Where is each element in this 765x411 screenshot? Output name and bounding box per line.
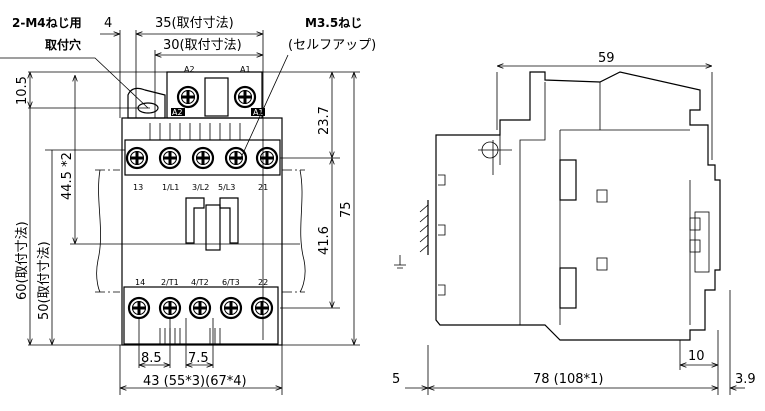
terminal-screw bbox=[158, 146, 182, 170]
terminal-screw bbox=[188, 296, 212, 320]
coil-badge-a1: A1 bbox=[253, 108, 264, 117]
terminal-label: 6/T3 bbox=[222, 278, 240, 287]
terminal-label: 5/L3 bbox=[218, 183, 235, 192]
terminal-screw bbox=[250, 296, 274, 320]
dim-41-6: 41.6 bbox=[317, 226, 332, 255]
terminal-label: 4/T2 bbox=[191, 278, 209, 287]
dim-8-5: 8.5 bbox=[141, 351, 162, 366]
coil-badge-a2: A2 bbox=[172, 108, 183, 117]
dim-23-7: 23.7 bbox=[317, 106, 332, 135]
dim-59: 59 bbox=[598, 51, 615, 66]
dim-5: 5 bbox=[392, 372, 400, 387]
dim-44-5: 44.5 *2 bbox=[60, 152, 75, 200]
dim-30: 30(取付寸法) bbox=[163, 38, 242, 53]
terminal-label: 3/L2 bbox=[192, 183, 209, 192]
contactor-side-body bbox=[435, 71, 721, 341]
terminal-screw bbox=[191, 146, 215, 170]
front-view: A2 A1 A2 A1 13 1/L1 3/L2 5/L3 21 14 2/T1… bbox=[0, 16, 376, 395]
dim-50: 50(取付寸法) bbox=[37, 241, 52, 320]
terminal-label: 2/T1 bbox=[161, 278, 179, 287]
coil-screw-a2 bbox=[176, 85, 200, 109]
dim-3-9: 3.9 bbox=[735, 372, 756, 387]
dim-43: 43 (55*3)(67*4) bbox=[143, 374, 247, 389]
terminal-screw bbox=[255, 146, 279, 170]
dim-7-5: 7.5 bbox=[188, 351, 209, 366]
dim-75: 75 bbox=[339, 201, 354, 218]
mounting-ear bbox=[127, 87, 166, 119]
dim-35: 35(取付寸法) bbox=[155, 16, 234, 31]
dim-4: 4 bbox=[104, 16, 112, 31]
terminal-label: 14 bbox=[135, 278, 145, 287]
coil-terminal-label: A1 bbox=[240, 65, 251, 74]
screw-note: M3.5ねじ bbox=[305, 16, 362, 30]
terminal-screw bbox=[127, 296, 151, 320]
screw-note: (セルフアップ) bbox=[288, 38, 376, 53]
side-view: 59 10 5 78 (108*1) 3.9 bbox=[392, 51, 756, 395]
coil-terminal-label: A2 bbox=[184, 65, 195, 74]
terminal-screw bbox=[219, 296, 243, 320]
mount-hole-note: 2-M4ねじ用 bbox=[12, 16, 82, 30]
terminal-label: 1/L1 bbox=[162, 183, 179, 192]
coil-screw-a1 bbox=[233, 85, 257, 109]
mount-hole-note: 取付穴 bbox=[45, 37, 81, 52]
terminal-screw bbox=[224, 146, 248, 170]
dim-10-5: 10.5 bbox=[15, 76, 30, 105]
dim-10: 10 bbox=[688, 349, 705, 364]
terminal-label: 13 bbox=[133, 183, 143, 192]
terminal-screw bbox=[125, 146, 149, 170]
dim-78: 78 (108*1) bbox=[533, 372, 603, 387]
terminal-screw bbox=[158, 296, 182, 320]
dim-60: 60(取付寸法) bbox=[15, 221, 30, 300]
